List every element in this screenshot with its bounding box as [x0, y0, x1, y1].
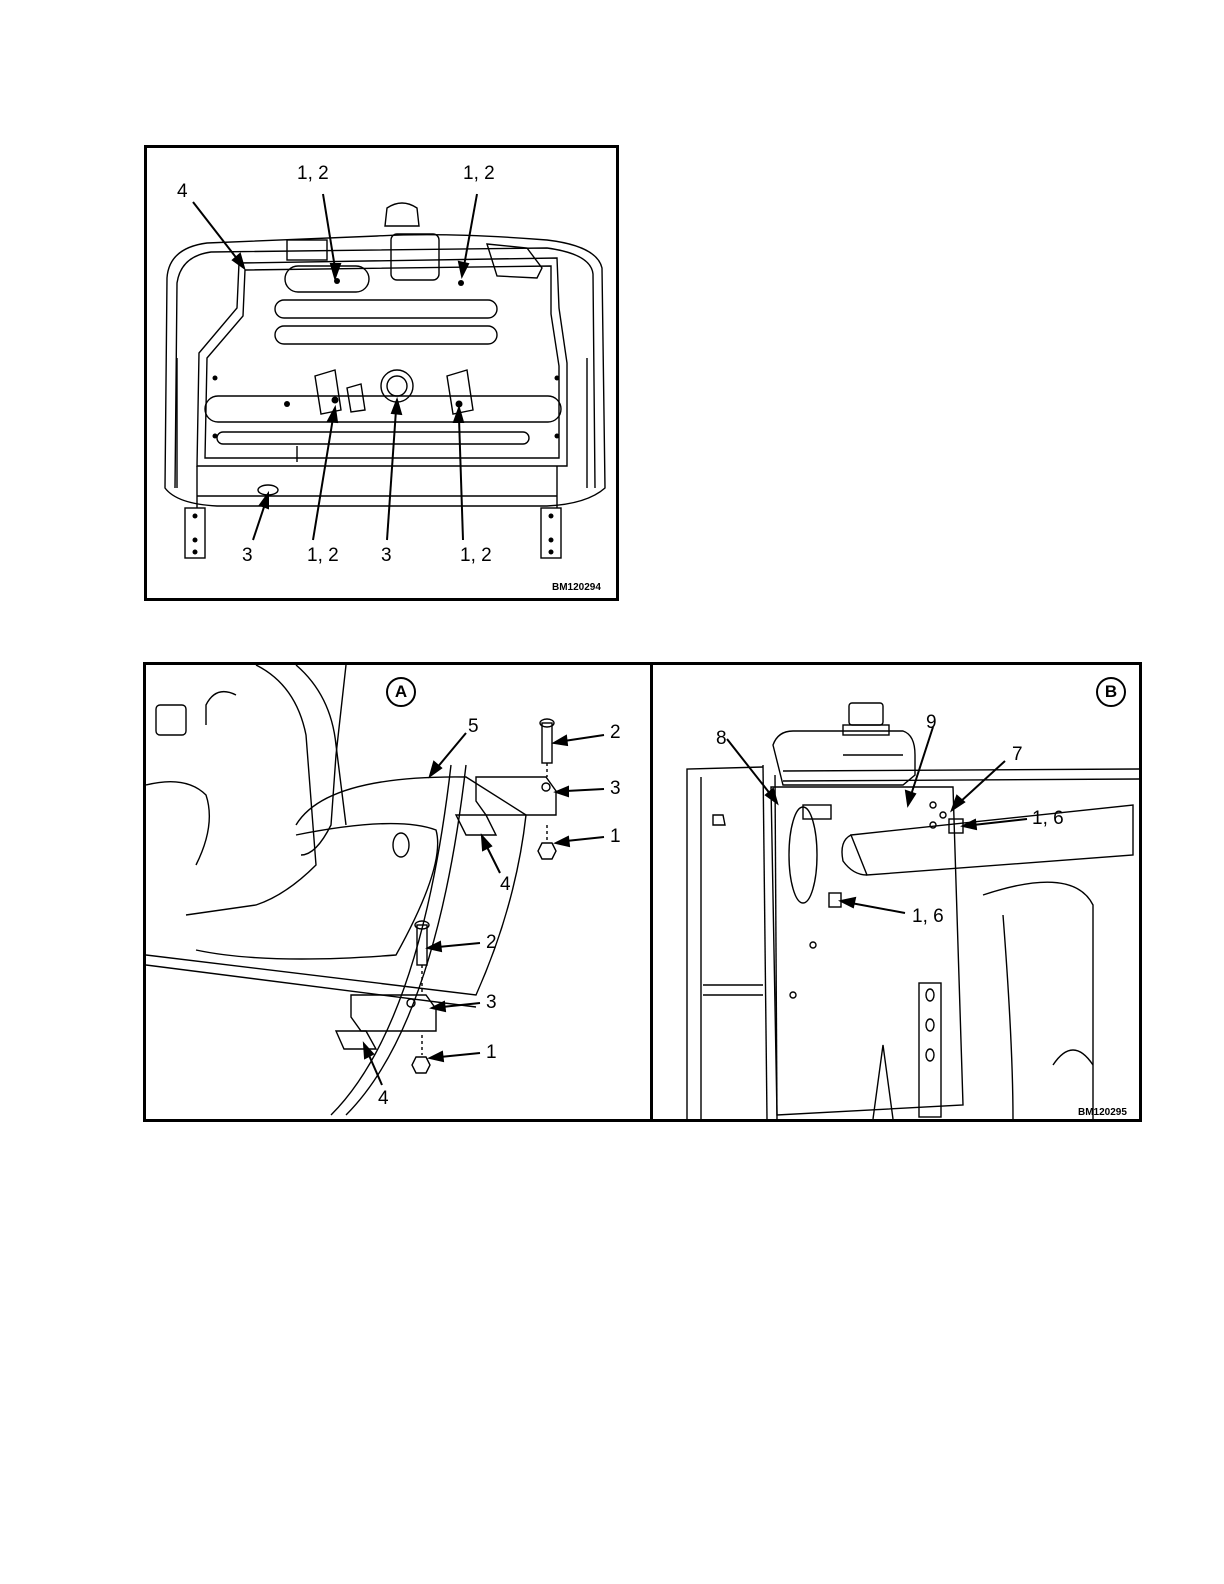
callout-1: 1	[610, 827, 621, 846]
callout-5: 5	[468, 717, 479, 736]
callout-3: 3	[486, 993, 497, 1012]
panel-a-illustration	[146, 665, 650, 1119]
callout-4: 4	[500, 875, 511, 894]
callout-7: 7	[1012, 745, 1023, 764]
callout-4: 4	[378, 1089, 389, 1108]
callout-1-6: 1, 6	[1032, 809, 1064, 828]
callout-1-2: 1, 2	[463, 164, 495, 183]
view-letter-a: A	[386, 677, 416, 707]
callout-9: 9	[926, 713, 937, 732]
view-letter-b: B	[1096, 677, 1126, 707]
callout-1: 1	[486, 1043, 497, 1062]
figure-seat-bottom-view: 1, 2 1, 2 4 3 1, 2 3 1, 2 BM120294	[144, 145, 619, 601]
callout-2: 2	[486, 933, 497, 952]
callout-3: 3	[242, 546, 253, 565]
callout-1-2: 1, 2	[460, 546, 492, 565]
seat-underside-illustration	[147, 148, 616, 598]
figure-id: BM120294	[552, 582, 601, 593]
callout-3: 3	[610, 779, 621, 798]
callout-3: 3	[381, 546, 392, 565]
callout-1-6: 1, 6	[912, 907, 944, 926]
callout-2: 2	[610, 723, 621, 742]
callout-8: 8	[716, 729, 727, 748]
callout-1-2: 1, 2	[297, 164, 329, 183]
callout-1-2: 1, 2	[307, 546, 339, 565]
figure-id: BM120295	[1078, 1107, 1127, 1118]
figure-seat-mounting: A 5 2 3 1 4 2 3 1 4	[143, 662, 1142, 1122]
callout-4: 4	[177, 182, 188, 201]
